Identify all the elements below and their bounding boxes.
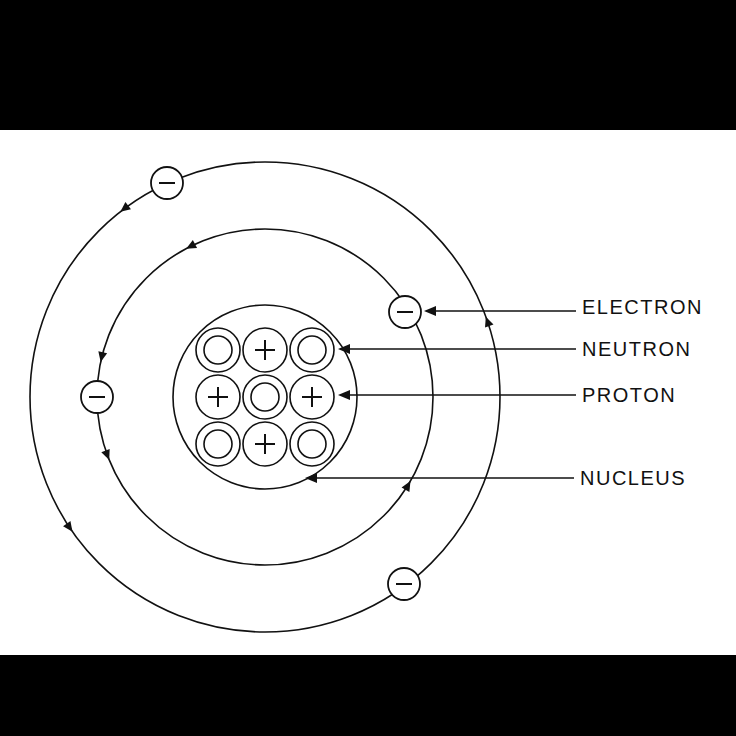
plus-sign (311, 387, 313, 407)
leader-lines (310, 311, 576, 478)
part-label: ELECTRON (582, 297, 703, 317)
part-label: PROTON (582, 385, 676, 405)
neutron-core (204, 336, 232, 364)
leader-line (342, 394, 576, 396)
proton (290, 375, 334, 419)
orbit-arrowhead (186, 240, 197, 249)
orbit-arrows (63, 202, 493, 592)
top-bar (0, 0, 736, 130)
proton (243, 328, 287, 372)
proton (196, 375, 240, 419)
leader-line (428, 310, 576, 312)
bottom-bar (0, 655, 736, 736)
leader-arrowheads (305, 306, 436, 483)
neutron (196, 328, 240, 372)
neutron-core (204, 430, 232, 458)
nucleus-outline (173, 305, 357, 489)
nucleus-particles (196, 328, 334, 466)
minus-sign (159, 182, 175, 184)
part-label: NEUTRON (582, 339, 691, 359)
electron (388, 568, 420, 600)
minus-sign (397, 311, 413, 313)
neutron-core (298, 430, 326, 458)
arrowhead (424, 306, 436, 316)
orbit-arrowhead (485, 317, 493, 328)
orbit-arrowhead (98, 351, 107, 362)
minus-sign (396, 583, 412, 585)
electrons (81, 167, 421, 600)
electron (81, 381, 113, 413)
proton (243, 422, 287, 466)
neutron (290, 328, 334, 372)
neutron (290, 422, 334, 466)
neutron-core (298, 336, 326, 364)
orbit-arrowhead (402, 481, 411, 492)
minus-sign (89, 396, 105, 398)
leader-line (342, 348, 576, 350)
leader-line (310, 477, 574, 479)
outer-orbit (30, 162, 500, 632)
plus-sign (217, 387, 219, 407)
part-label: NUCLEUS (580, 468, 686, 488)
inner-orbit (97, 229, 433, 565)
plus-sign (264, 340, 266, 360)
arrowhead (338, 390, 350, 400)
arrowhead (338, 344, 350, 354)
orbit-arrowhead (101, 449, 109, 460)
neutron-core (251, 383, 279, 411)
electron (389, 296, 421, 328)
arrowhead (305, 473, 317, 483)
neutron (196, 422, 240, 466)
neutron (243, 375, 287, 419)
plus-sign (264, 434, 266, 454)
orbit-arrowhead (120, 202, 131, 212)
orbit-arrowhead (63, 521, 72, 532)
electron (151, 167, 183, 199)
